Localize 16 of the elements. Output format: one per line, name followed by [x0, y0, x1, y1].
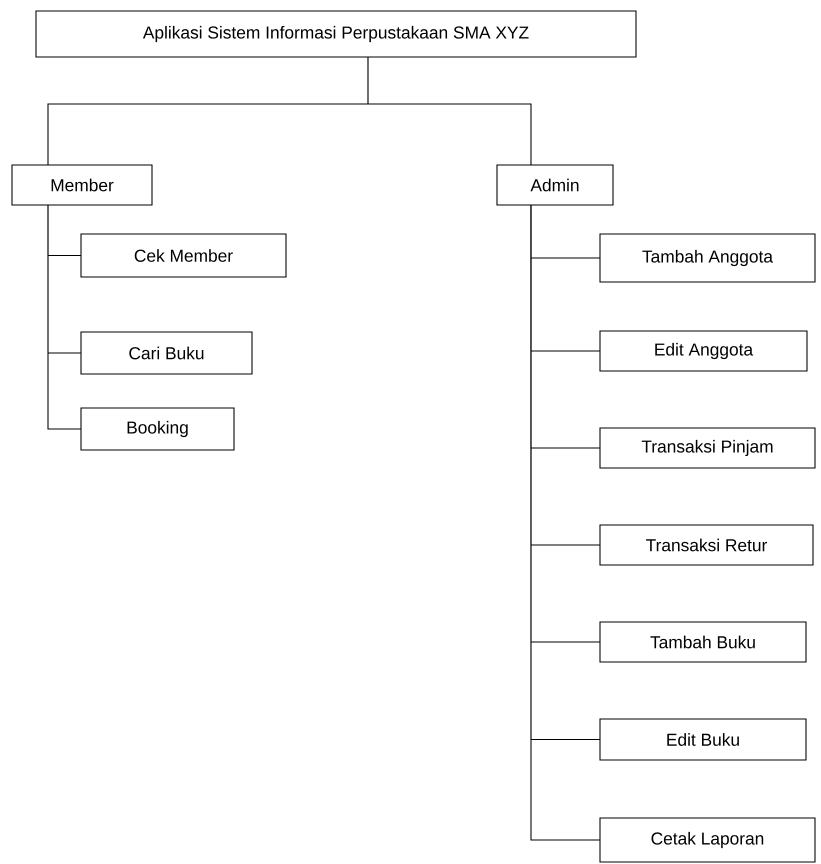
menu-box: Tambah Buku	[599, 621, 807, 663]
menu-box: Booking	[80, 407, 235, 451]
menu-box: Transaksi Retur	[599, 524, 814, 566]
menu-box: Edit Buku	[599, 718, 807, 761]
menu-box: Admin	[496, 164, 614, 206]
connector-line	[47, 206, 80, 430]
connector-line	[530, 206, 600, 841]
menu-box: Member	[11, 164, 153, 206]
menu-box: Transaksi Pinjam	[599, 427, 816, 469]
title-box: Aplikasi Sistem Informasi Perpustakaan SMA XYZ	[35, 10, 637, 58]
menu-box: Cek Member	[80, 233, 287, 278]
menu-box: Edit Anggota	[599, 330, 808, 372]
menu-box: Tambah Anggota	[599, 233, 816, 283]
connector-line	[367, 58, 532, 164]
menu-box: Cetak Laporan	[599, 817, 816, 863]
menu-box: Cari Buku	[80, 331, 253, 375]
